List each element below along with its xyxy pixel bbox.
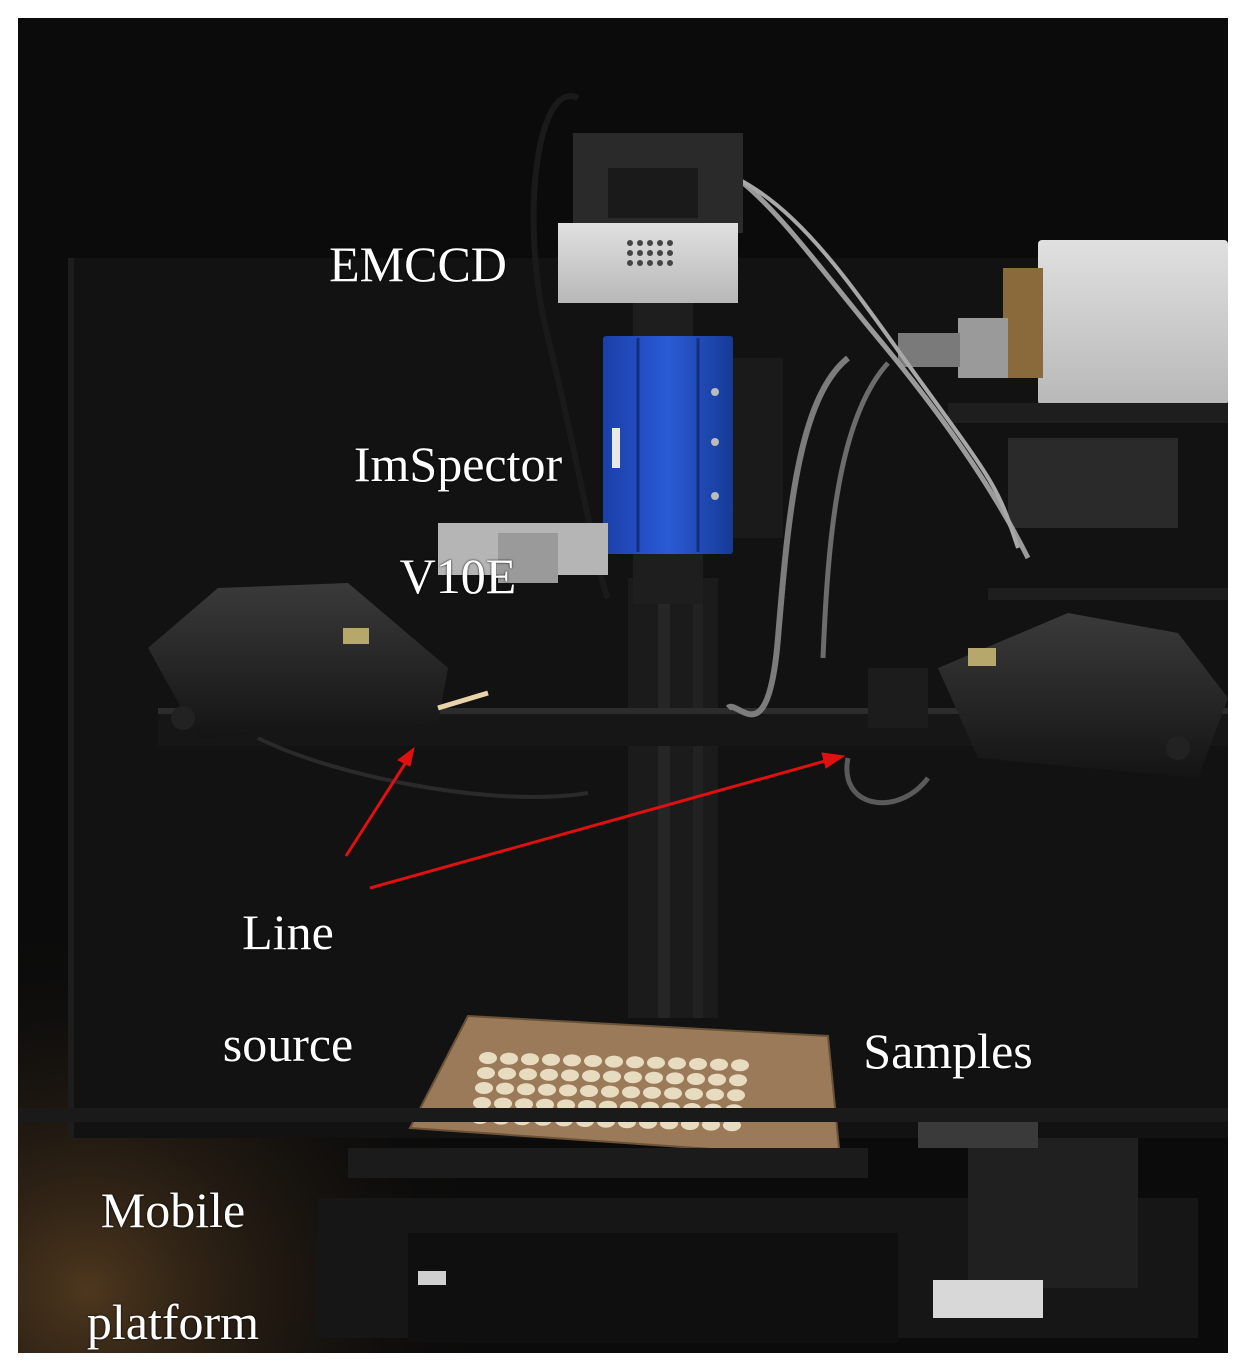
seed-sample bbox=[540, 1068, 558, 1081]
seed-sample bbox=[475, 1082, 493, 1094]
seed-sample bbox=[643, 1086, 661, 1099]
seed-sample bbox=[624, 1071, 642, 1084]
seed-sample bbox=[494, 1097, 512, 1110]
seed-sample bbox=[479, 1052, 497, 1064]
seed-sample bbox=[603, 1070, 621, 1083]
seed-sample bbox=[626, 1056, 644, 1069]
seed-sample bbox=[668, 1057, 686, 1070]
seed-sample bbox=[601, 1085, 619, 1098]
seed-sample bbox=[584, 1055, 602, 1067]
seed-sample bbox=[689, 1058, 707, 1070]
seed-sample bbox=[731, 1059, 749, 1072]
seed-sample bbox=[706, 1088, 724, 1101]
seed-sample bbox=[685, 1088, 703, 1100]
seed-sample bbox=[477, 1067, 495, 1079]
seed-sample bbox=[496, 1082, 514, 1095]
mobile-platform-label-line2: platform bbox=[86, 1294, 260, 1350]
line-source-label: Line source bbox=[178, 848, 398, 1128]
line-source-label-line1: Line bbox=[242, 904, 334, 960]
seed-sample bbox=[542, 1053, 560, 1066]
imspector-label-line1: ImSpector bbox=[353, 436, 563, 492]
seed-sample bbox=[538, 1083, 556, 1096]
apparatus-illustration bbox=[18, 18, 1228, 1353]
seed-sample bbox=[559, 1084, 577, 1097]
seed-sample bbox=[521, 1053, 539, 1066]
seed-sample bbox=[666, 1072, 684, 1085]
seed-sample bbox=[515, 1098, 533, 1111]
seed-sample bbox=[645, 1071, 663, 1084]
seed-sample bbox=[622, 1086, 640, 1099]
seed-sample bbox=[723, 1119, 741, 1132]
seed-sample bbox=[605, 1055, 623, 1068]
mobile-platform-label-line1: Mobile bbox=[100, 1182, 246, 1238]
seed-sample bbox=[582, 1070, 600, 1082]
seed-sample bbox=[561, 1069, 579, 1082]
imspector-label-line2: V10E bbox=[399, 548, 517, 604]
photo-scene: EMCCD ImSpector V10E Line source Samples… bbox=[18, 18, 1228, 1353]
seed-sample bbox=[473, 1097, 491, 1109]
emccd-label: EMCCD bbox=[329, 236, 507, 292]
line-source-label-line2: source bbox=[222, 1016, 354, 1072]
seed-sample bbox=[498, 1067, 516, 1080]
seed-sample bbox=[710, 1058, 728, 1071]
seed-sample bbox=[580, 1085, 598, 1097]
seed-sample bbox=[519, 1068, 537, 1081]
seed-sample bbox=[727, 1089, 745, 1102]
seed-sample bbox=[536, 1098, 554, 1111]
imspector-label: ImSpector V10E bbox=[308, 380, 608, 660]
seed-sample bbox=[500, 1052, 518, 1065]
samples-label: Samples bbox=[863, 1023, 1033, 1079]
seed-sample bbox=[647, 1056, 665, 1069]
mobile-platform-label: Mobile platform bbox=[48, 1126, 298, 1353]
seed-sample bbox=[729, 1074, 747, 1087]
seed-sample bbox=[517, 1083, 535, 1096]
seed-sample bbox=[708, 1073, 726, 1086]
seed-sample bbox=[563, 1054, 581, 1067]
seed-sample bbox=[664, 1087, 682, 1100]
seed-sample bbox=[687, 1073, 705, 1085]
